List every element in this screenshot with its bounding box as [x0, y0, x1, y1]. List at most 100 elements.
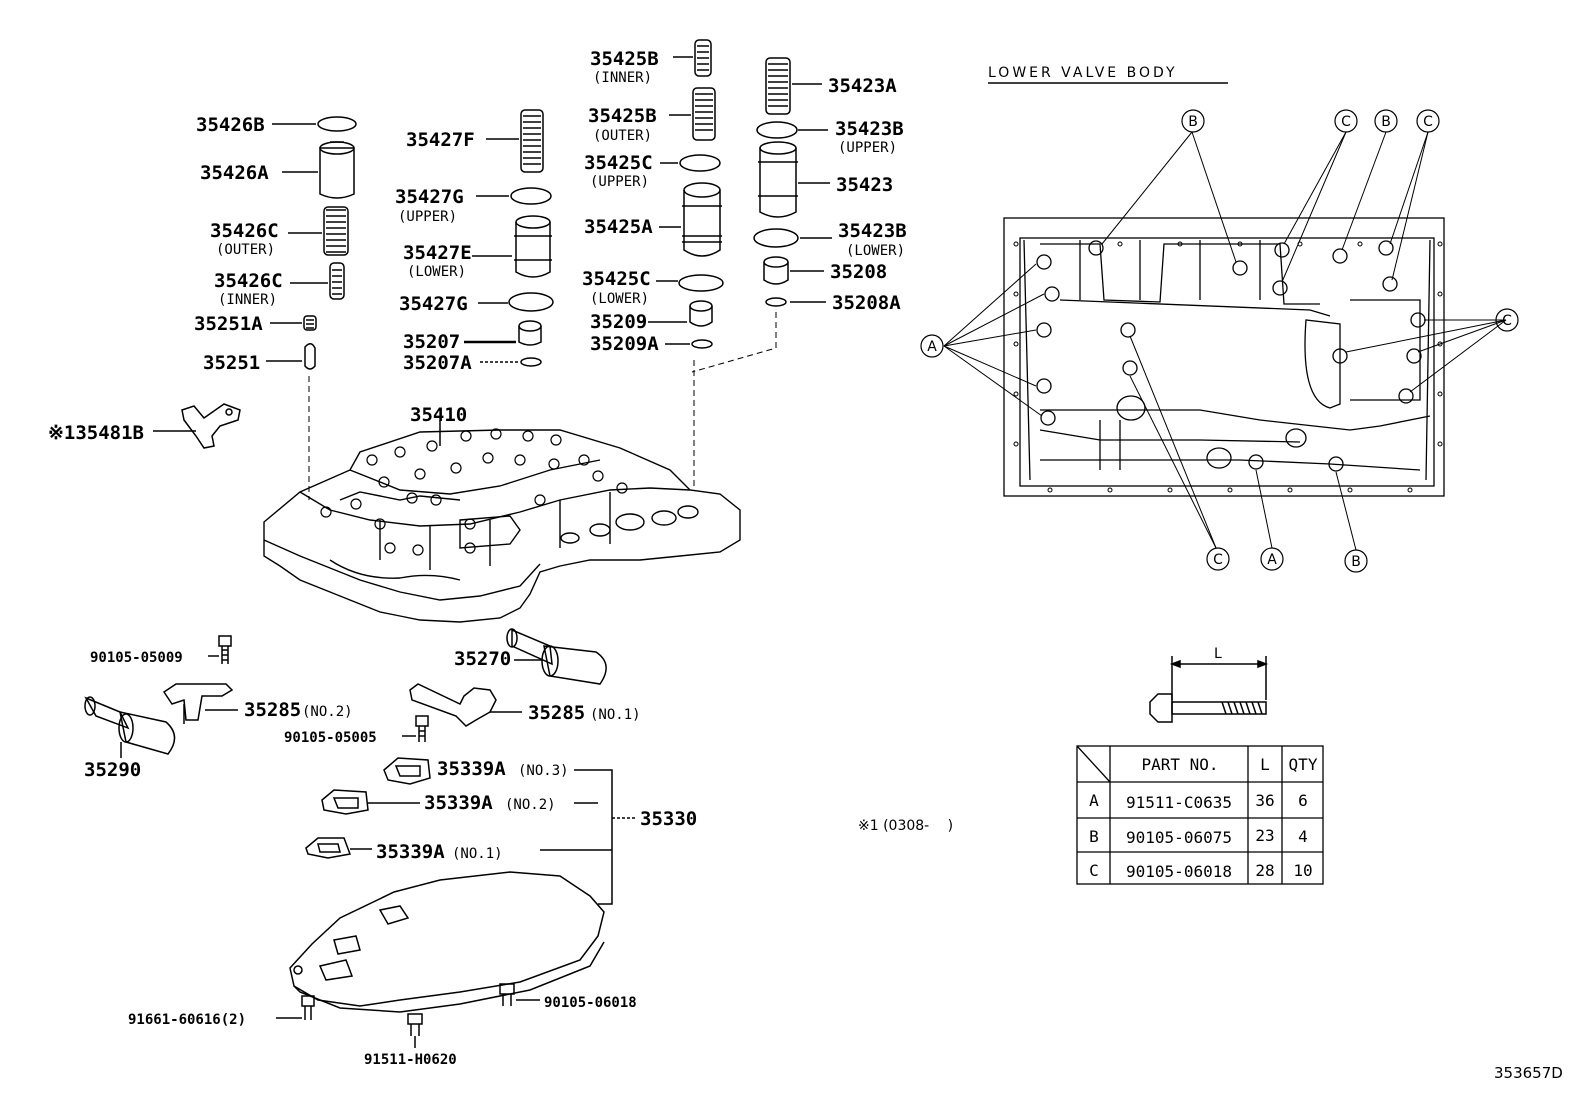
label-35425B-outer[interactable]: 35425B [588, 105, 657, 127]
sub-35285-no1: (NO.1) [590, 707, 641, 723]
sub-35425B-outer: (OUTER) [593, 128, 652, 144]
label-91661-60616[interactable]: 91661-60616(2) [128, 1012, 246, 1028]
table-row-l: 36 [1255, 791, 1274, 810]
label-35425A[interactable]: 35425A [584, 216, 653, 238]
label-35251A[interactable]: 35251A [194, 313, 263, 335]
sub-35426C-inner: (INNER) [218, 292, 277, 308]
table-header-part-no: PART NO. [1141, 755, 1218, 774]
table-row-l: 23 [1255, 826, 1274, 845]
label-35425B-inner[interactable]: 35425B [590, 48, 659, 70]
part-35285-no2-bracket [162, 683, 234, 724]
table-header-qty: QTY [1289, 755, 1318, 774]
label-35339A-no3[interactable]: 35339A [437, 758, 506, 780]
label-35423[interactable]: 35423 [836, 174, 893, 196]
part-35425C-upper-ring [679, 154, 721, 172]
label-35207[interactable]: 35207 [403, 331, 460, 353]
part-35426B-ring [317, 116, 357, 132]
callout-C-right: C [1502, 313, 1512, 329]
lower-valve-body-title: LOWER VALVE BODY [988, 65, 1178, 81]
part-35426C-outer-spring [323, 206, 349, 256]
label-35270[interactable]: 35270 [454, 648, 511, 670]
label-35251[interactable]: 35251 [203, 352, 260, 374]
part-90105-05009-bolt [218, 635, 232, 664]
part-35427E-plug [514, 215, 552, 278]
label-35426B[interactable]: 35426B [196, 114, 265, 136]
part-90105-06018-bolt [499, 983, 515, 1006]
label-91511-H0620[interactable]: 91511-H0620 [364, 1052, 457, 1068]
label-35339A-no2[interactable]: 35339A [424, 792, 493, 814]
label-35425C-upper[interactable]: 35425C [584, 152, 653, 174]
sub-35285-no2: (NO.2) [302, 704, 353, 720]
label-35423B-lower[interactable]: 35423B [838, 220, 907, 242]
part-35426C-inner-spring [329, 262, 345, 300]
table-header-l: L [1260, 755, 1270, 774]
label-35285-no2[interactable]: 35285 [244, 699, 301, 721]
callout-A-left: A [927, 339, 937, 355]
label-35427G[interactable]: 35427G [399, 293, 468, 315]
label-35427E[interactable]: 35427E [403, 242, 472, 264]
label-35426A[interactable]: 35426A [200, 162, 269, 184]
part-35208A-ring [765, 297, 787, 307]
label-35285-no1[interactable]: 35285 [528, 702, 585, 724]
bolt-table [1076, 745, 1324, 885]
part-35423A-spring [765, 57, 791, 115]
part-35208-plug [763, 256, 789, 285]
part-91511-H0620-bolt [407, 1013, 423, 1036]
table-row-part[interactable]: 91511-C0635 [1126, 793, 1232, 812]
part-90105-05005-bolt [415, 715, 429, 742]
bracket-35330 [598, 769, 613, 905]
part-35410-valve-body [263, 429, 741, 623]
label-135481B[interactable]: ※135481B [48, 422, 144, 444]
label-35209[interactable]: 35209 [590, 311, 647, 333]
label-35330[interactable]: 35330 [640, 808, 697, 830]
table-row-part[interactable]: 90105-06018 [1126, 862, 1232, 881]
sub-35423B-upper: (UPPER) [838, 140, 897, 156]
part-35207-plug [518, 320, 542, 346]
label-90105-05009[interactable]: 90105-05009 [90, 650, 183, 666]
label-90105-05005[interactable]: 90105-05005 [284, 730, 377, 746]
table-row-qty: 6 [1298, 791, 1308, 810]
label-35208A[interactable]: 35208A [832, 292, 901, 314]
footnote-marker: ※1 (0308- ) [858, 818, 953, 834]
callout-leaders [943, 131, 1507, 551]
label-35427G-upper[interactable]: 35427G [395, 186, 464, 208]
label-35426C-inner[interactable]: 35426C [214, 270, 283, 292]
part-35427G-upper-ring [510, 187, 552, 205]
part-135481B-bracket [181, 403, 241, 449]
part-35339A-no2-gasket [321, 789, 369, 815]
part-91661-60616-bolt [301, 995, 315, 1020]
callout-C-top1: C [1341, 114, 1351, 130]
table-row-part[interactable]: 90105-06075 [1126, 828, 1232, 847]
part-35426A-plug [319, 141, 355, 199]
label-35423A[interactable]: 35423A [828, 75, 897, 97]
part-35285-no1-bracket [409, 683, 497, 727]
label-35207A[interactable]: 35207A [403, 352, 472, 374]
table-row-key: B [1089, 827, 1099, 846]
sub-35425C-lower: (LOWER) [590, 291, 649, 307]
part-35251A-spring [303, 315, 317, 331]
label-35339A-no1[interactable]: 35339A [376, 841, 445, 863]
sub-35339A-no2: (NO.2) [505, 797, 556, 813]
label-35209A[interactable]: 35209A [590, 333, 659, 355]
label-35208[interactable]: 35208 [830, 261, 887, 283]
label-35410[interactable]: 35410 [410, 404, 467, 426]
label-90105-06018[interactable]: 90105-06018 [544, 995, 637, 1011]
part-35425B-inner-spring [694, 39, 712, 77]
label-35290[interactable]: 35290 [84, 759, 141, 781]
callout-C-bottom: C [1213, 552, 1223, 568]
label-35427F[interactable]: 35427F [406, 129, 475, 151]
part-35209A-ring [691, 339, 713, 349]
valve-body-edge-dots [1013, 241, 1443, 493]
table-row-key: C [1089, 861, 1099, 880]
label-35425C-lower[interactable]: 35425C [582, 268, 651, 290]
label-35423B-upper[interactable]: 35423B [835, 118, 904, 140]
callout-B-bottom: B [1351, 554, 1361, 570]
table-row-qty: 10 [1293, 861, 1312, 880]
sub-35339A-no3: (NO.3) [518, 763, 569, 779]
table-row-key: A [1089, 791, 1099, 810]
part-35425B-outer-spring [692, 87, 716, 141]
bolt-length-label: L [1214, 646, 1222, 662]
part-35339A-no3-gasket [383, 757, 431, 785]
sub-35427E: (LOWER) [407, 264, 466, 280]
label-35426C-outer[interactable]: 35426C [210, 220, 279, 242]
